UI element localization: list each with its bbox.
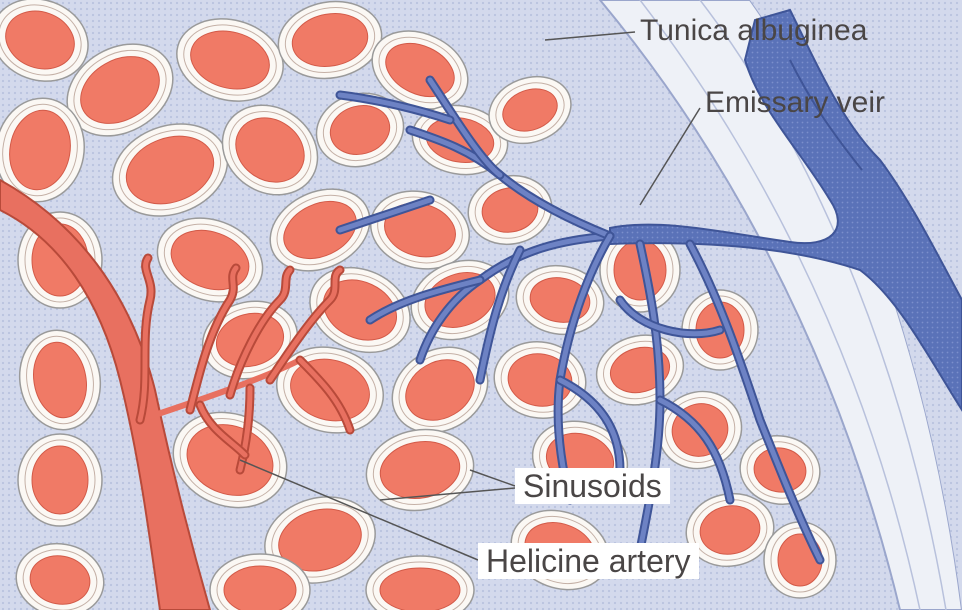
sinusoid — [764, 522, 836, 598]
label-sinusoids: Sinusoids — [515, 468, 670, 504]
label-emissary-vein: Emissary veir — [705, 88, 885, 118]
sinusoid-blood — [224, 566, 296, 610]
sinusoid — [18, 434, 102, 526]
sinusoid-blood — [32, 446, 88, 514]
label-helicine-artery: Helicine artery — [478, 543, 699, 579]
label-tunica-albuginea: Tunica albuginea — [640, 16, 867, 46]
sinusoid-blood — [380, 568, 460, 610]
